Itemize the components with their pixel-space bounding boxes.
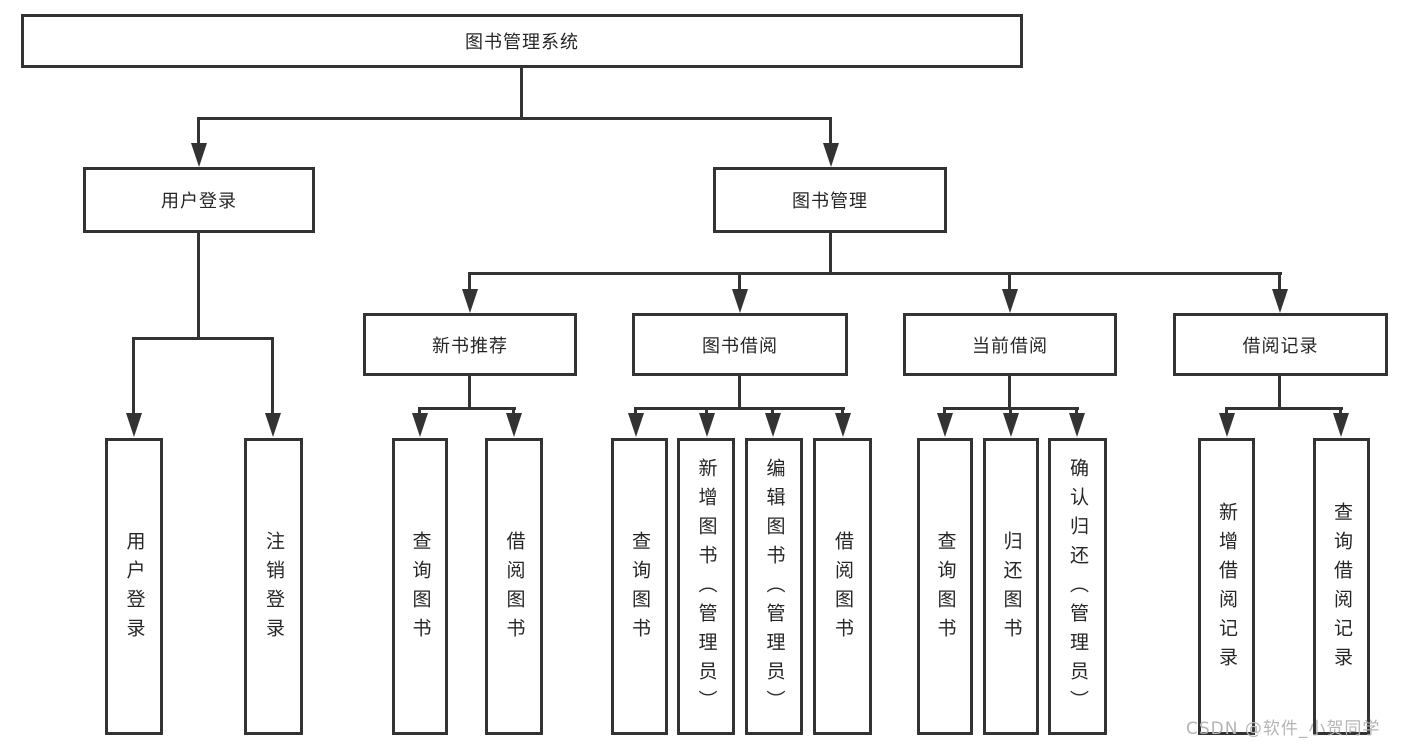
leaf-bb-edit-books-admin: 编辑图书（管理员） [745,438,803,735]
arrowhead-leaf-user-login [126,413,142,437]
connector-root-stem [520,68,523,118]
leaf-cb-query-books: 查询图书 [917,438,973,735]
connector-level2-rail [198,117,832,120]
connector-new-book-rail [419,407,516,410]
arrowhead-new-book [462,289,478,313]
connector-stem-br-query [1339,407,1342,415]
arrowhead-bb-borrow [835,413,851,437]
connector-level3-rail [469,272,1282,275]
connector-current-borrowing-stem [1008,376,1011,410]
leaf-bb-add-books-admin: 新增图书（管理员） [677,438,735,735]
leaf-bb-borrow-books: 借阅图书 [813,438,872,735]
connector-stem-leaf-logout [271,337,274,414]
connector-new-book-stem [468,376,471,410]
connector-stem-user-login [197,117,200,145]
connector-stem-bb-borrow [841,407,844,415]
leaf-cb-confirm-return-admin: 确认归还（管理员） [1048,438,1107,735]
arrowhead-book-management [823,143,839,167]
leaf-br-add-borrow-record: 新增借阅记录 [1198,438,1255,735]
node-new-book-recommendation: 新书推荐 [363,313,577,376]
connector-stem-bb-query [634,407,637,415]
leaf-bb-query-books: 查询图书 [611,438,668,735]
node-book-borrowing: 图书借阅 [632,313,848,376]
arrowhead-nb-query [412,413,428,437]
arrowhead-user-login [191,143,207,167]
leaf-nb-query-books: 查询图书 [392,438,448,735]
connector-stem-borrowing-records [1278,272,1281,290]
node-book-management: 图书管理 [713,167,947,233]
connector-stem-nb-query [418,407,421,415]
arrowhead-br-query [1333,413,1349,437]
leaf-logout-login: 注销登录 [244,438,303,735]
arrowhead-borrowing-records [1272,289,1288,313]
connector-book-borrowing-stem [738,376,741,410]
connector-stem-leaf-user-login [132,337,135,414]
node-current-borrowing: 当前借阅 [903,313,1117,376]
node-borrowing-records: 借阅记录 [1173,313,1388,376]
node-root: 图书管理系统 [21,14,1023,68]
leaf-br-query-borrow-record: 查询借阅记录 [1313,438,1370,735]
connector-book-management-stem [829,233,832,275]
leaf-user-login: 用户登录 [105,438,163,735]
connector-stem-new-book [468,272,471,290]
connector-stem-cb-confirm [1075,407,1078,415]
connector-user-login-rail [133,337,274,340]
arrowhead-bb-add [699,413,715,437]
arrowhead-cb-confirm [1069,413,1085,437]
connector-stem-bb-edit [771,407,774,415]
connector-stem-bb-add [705,407,708,415]
connector-user-login-stem [197,233,200,340]
arrowhead-cb-query [937,413,953,437]
connector-stem-cb-query [943,407,946,415]
connector-stem-book-management [829,117,832,145]
connector-stem-nb-borrow [512,407,515,415]
connector-book-borrowing-rail [635,407,845,410]
connector-borrowing-records-rail [1226,407,1343,410]
arrowhead-book-borrowing [732,289,748,313]
arrowhead-br-add [1219,413,1235,437]
leaf-nb-borrow-books: 借阅图书 [485,438,543,735]
node-user-login: 用户登录 [83,167,315,233]
csdn-watermark: CSDN @软件_小贺同学 [1186,719,1381,739]
arrowhead-leaf-logout [265,413,281,437]
arrowhead-nb-borrow [506,413,522,437]
connector-stem-cb-return [1009,407,1012,415]
connector-stem-current-borrowing [1008,272,1011,290]
leaf-cb-return-books: 归还图书 [983,438,1039,735]
connector-borrowing-records-stem [1278,376,1281,410]
arrowhead-cb-return [1003,413,1019,437]
arrowhead-bb-query [628,413,644,437]
connector-stem-br-add [1225,407,1228,415]
connector-stem-book-borrowing [738,272,741,290]
arrowhead-bb-edit [765,413,781,437]
arrowhead-current-borrowing [1002,289,1018,313]
